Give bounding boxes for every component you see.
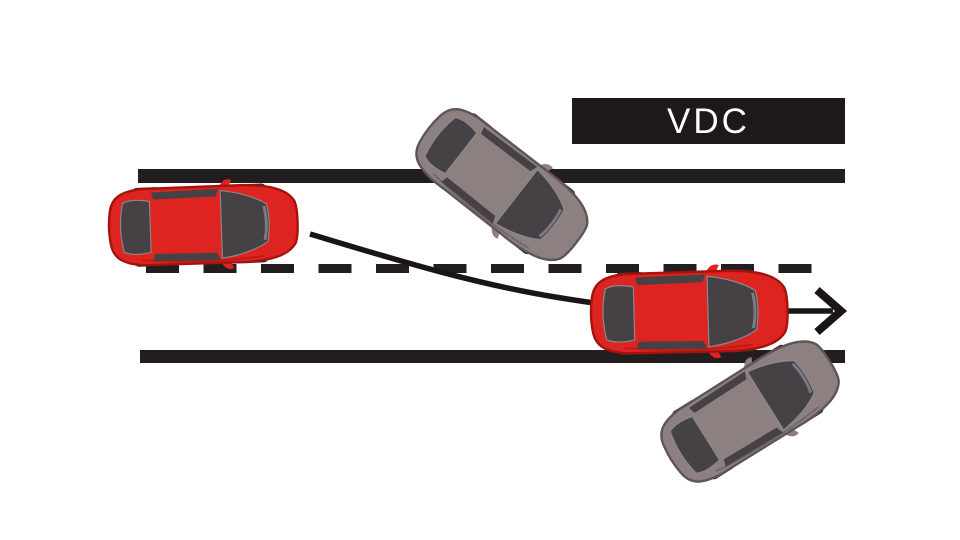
arrow-head-icon	[814, 286, 848, 336]
vdc-banner: VDC	[572, 98, 845, 144]
car-red-start	[106, 175, 301, 275]
car-red-corrected	[588, 261, 791, 363]
road-edge-bottom	[140, 350, 845, 363]
vdc-label: VDC	[667, 101, 750, 141]
